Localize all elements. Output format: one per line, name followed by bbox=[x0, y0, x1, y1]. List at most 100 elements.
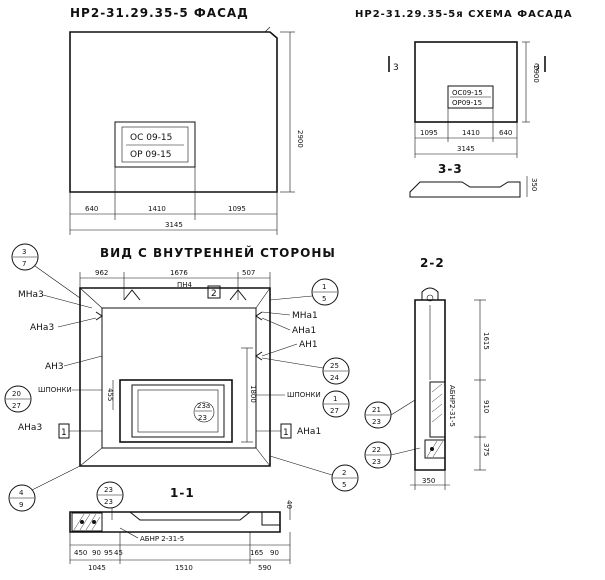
section-1-1-label: АБНР 2-31-5 bbox=[140, 535, 184, 543]
inside-tag-23a-bottom: 23 bbox=[198, 414, 207, 422]
scheme-total: 3145 bbox=[457, 145, 475, 153]
inside-mark-1-left: 1 bbox=[61, 428, 67, 438]
scheme-view: ОС09-15 ОР09-15 3 3 2900 1095 1410 640 3… bbox=[388, 41, 546, 158]
svg-text:23: 23 bbox=[104, 486, 113, 494]
callout-4-9: 4 9 bbox=[8, 465, 81, 512]
sec22-dim-1: 1615 bbox=[482, 332, 490, 350]
svg-text:4: 4 bbox=[19, 489, 24, 497]
inside-mark-2: 2 bbox=[211, 289, 217, 299]
scheme-dim-1: 1095 bbox=[420, 129, 438, 137]
facade-title: НР2-31.29.35-5 ФАСАД bbox=[70, 6, 249, 20]
scheme-title: НР2-31.29.35-5я СХЕМА ФАСАДА bbox=[355, 9, 573, 20]
sec11-dim-3: 95 bbox=[104, 549, 113, 557]
section-2-2-title: 2-2 bbox=[420, 256, 445, 270]
facade-window-bottom: ОР 09-15 bbox=[130, 150, 172, 160]
sec11-bottom-2: 1510 bbox=[175, 564, 193, 572]
callout-3-7: 3 7 bbox=[11, 243, 81, 299]
section-3-3-dim: 350 bbox=[530, 178, 538, 191]
facade-total: 3145 bbox=[165, 221, 183, 229]
svg-text:7: 7 bbox=[22, 260, 26, 268]
inside-shponki-left: ШПОНКИ bbox=[38, 386, 72, 394]
section-3-3-title: 3-3 bbox=[438, 162, 463, 176]
sec11-bottom-3: 590 bbox=[258, 564, 271, 572]
inside-top-dim-1: 962 bbox=[95, 269, 108, 277]
section-3-3: 350 bbox=[409, 176, 538, 198]
svg-text:2: 2 bbox=[342, 469, 346, 477]
sec22-bottom: 350 bbox=[422, 477, 435, 485]
scheme-window-bottom: ОР09-15 bbox=[452, 99, 482, 107]
sec11-bottom-1: 1045 bbox=[88, 564, 106, 572]
svg-text:1: 1 bbox=[322, 283, 326, 291]
facade-height: 2900 bbox=[296, 130, 304, 148]
svg-text:21: 21 bbox=[372, 406, 381, 414]
svg-text:1: 1 bbox=[333, 395, 337, 403]
callout-21-23: 21 23 bbox=[364, 399, 416, 429]
section-1-1-right: 40 bbox=[285, 500, 293, 509]
inside-shponki-right: ШПОНКИ bbox=[287, 391, 321, 399]
svg-text:20: 20 bbox=[12, 390, 21, 398]
inside-mna1: МНа1 bbox=[292, 311, 318, 321]
inside-an3: АН3 bbox=[45, 362, 64, 372]
scheme-cut-right: 3 bbox=[534, 63, 540, 73]
inside-dim-455: 455 bbox=[106, 388, 114, 401]
inside-ana3-top: АНа3 bbox=[30, 323, 54, 333]
section-1-1: АБНР 2-31-5 40 450 90 95 45 165 90 1045 … bbox=[69, 500, 293, 572]
callout-23-23: 23 23 bbox=[96, 481, 124, 520]
section-2-2-label: АБНР2-31-5 bbox=[448, 385, 456, 427]
scheme-dim-2: 1410 bbox=[462, 129, 480, 137]
sec11-dim-6: 90 bbox=[270, 549, 279, 557]
callout-2-5: 2 5 bbox=[269, 455, 359, 492]
svg-text:27: 27 bbox=[12, 402, 21, 410]
inside-window bbox=[119, 379, 233, 443]
inside-ana1-bottom: АНа1 bbox=[297, 427, 321, 437]
scheme-cut-left: 3 bbox=[393, 63, 399, 73]
inside-mna3: МНа3 bbox=[18, 290, 44, 300]
svg-text:5: 5 bbox=[342, 481, 346, 489]
scheme-window-top: ОС09-15 bbox=[452, 89, 483, 97]
callout-1-5: 1 5 bbox=[269, 278, 339, 306]
sec11-dim-5: 165 bbox=[250, 549, 263, 557]
inside-an1: АН1 bbox=[299, 340, 318, 350]
inside-top-dim-2: 1676 bbox=[170, 269, 188, 277]
inside-pn4: ПН4 bbox=[177, 281, 193, 289]
facade-dim-2: 1410 bbox=[148, 205, 166, 213]
callout-22-23: 22 23 bbox=[364, 441, 421, 469]
section-1-1-title: 1-1 bbox=[170, 486, 195, 500]
svg-text:22: 22 bbox=[372, 446, 381, 454]
scheme-dim-3: 640 bbox=[499, 129, 512, 137]
svg-text:27: 27 bbox=[330, 407, 339, 415]
section-2-2: АБНР2-31-5 1615 910 375 350 bbox=[410, 287, 490, 490]
scheme-height: 2900 bbox=[532, 65, 540, 83]
facade-view: ОС 09-15 ОР 09-15 2900 640 1410 1095 314… bbox=[69, 26, 304, 235]
facade-window bbox=[114, 121, 196, 168]
svg-text:23: 23 bbox=[372, 418, 381, 426]
sec22-dim-2: 910 bbox=[482, 400, 490, 413]
svg-text:3: 3 bbox=[22, 248, 26, 256]
callout-1-27: 1 27 bbox=[322, 390, 350, 418]
svg-text:25: 25 bbox=[330, 362, 339, 370]
svg-text:24: 24 bbox=[330, 374, 339, 382]
inside-view: 962 1676 507 ПН4 2 23а 23 455 1800 МНа3 … bbox=[18, 269, 321, 467]
svg-text:23: 23 bbox=[104, 498, 113, 506]
scheme-window bbox=[447, 85, 494, 109]
inside-tag-23a-top: 23а bbox=[197, 402, 210, 410]
callout-20-27: 20 27 bbox=[4, 385, 32, 413]
inside-ana3-bottom: АНа3 bbox=[18, 423, 42, 433]
inside-mark-1-right: 1 bbox=[283, 428, 289, 438]
facade-dim-3: 1095 bbox=[228, 205, 246, 213]
svg-text:23: 23 bbox=[372, 458, 381, 466]
sec11-dim-4: 45 bbox=[114, 549, 123, 557]
svg-text:5: 5 bbox=[322, 295, 326, 303]
sec11-dim-1: 450 bbox=[74, 549, 87, 557]
sec11-dim-2: 90 bbox=[92, 549, 101, 557]
inside-dim-1800: 1800 bbox=[249, 385, 257, 403]
svg-text:9: 9 bbox=[19, 501, 23, 509]
inside-view-title: ВИД С ВНУТРЕННЕЙ СТОРОНЫ bbox=[100, 245, 336, 260]
inside-top-dim-3: 507 bbox=[242, 269, 255, 277]
facade-window-top: ОС 09-15 bbox=[130, 133, 172, 143]
inside-ana1-top: АНа1 bbox=[292, 326, 316, 336]
sec22-dim-3: 375 bbox=[482, 443, 490, 456]
facade-dim-1: 640 bbox=[85, 205, 98, 213]
callout-25-24: 25 24 bbox=[261, 357, 350, 385]
